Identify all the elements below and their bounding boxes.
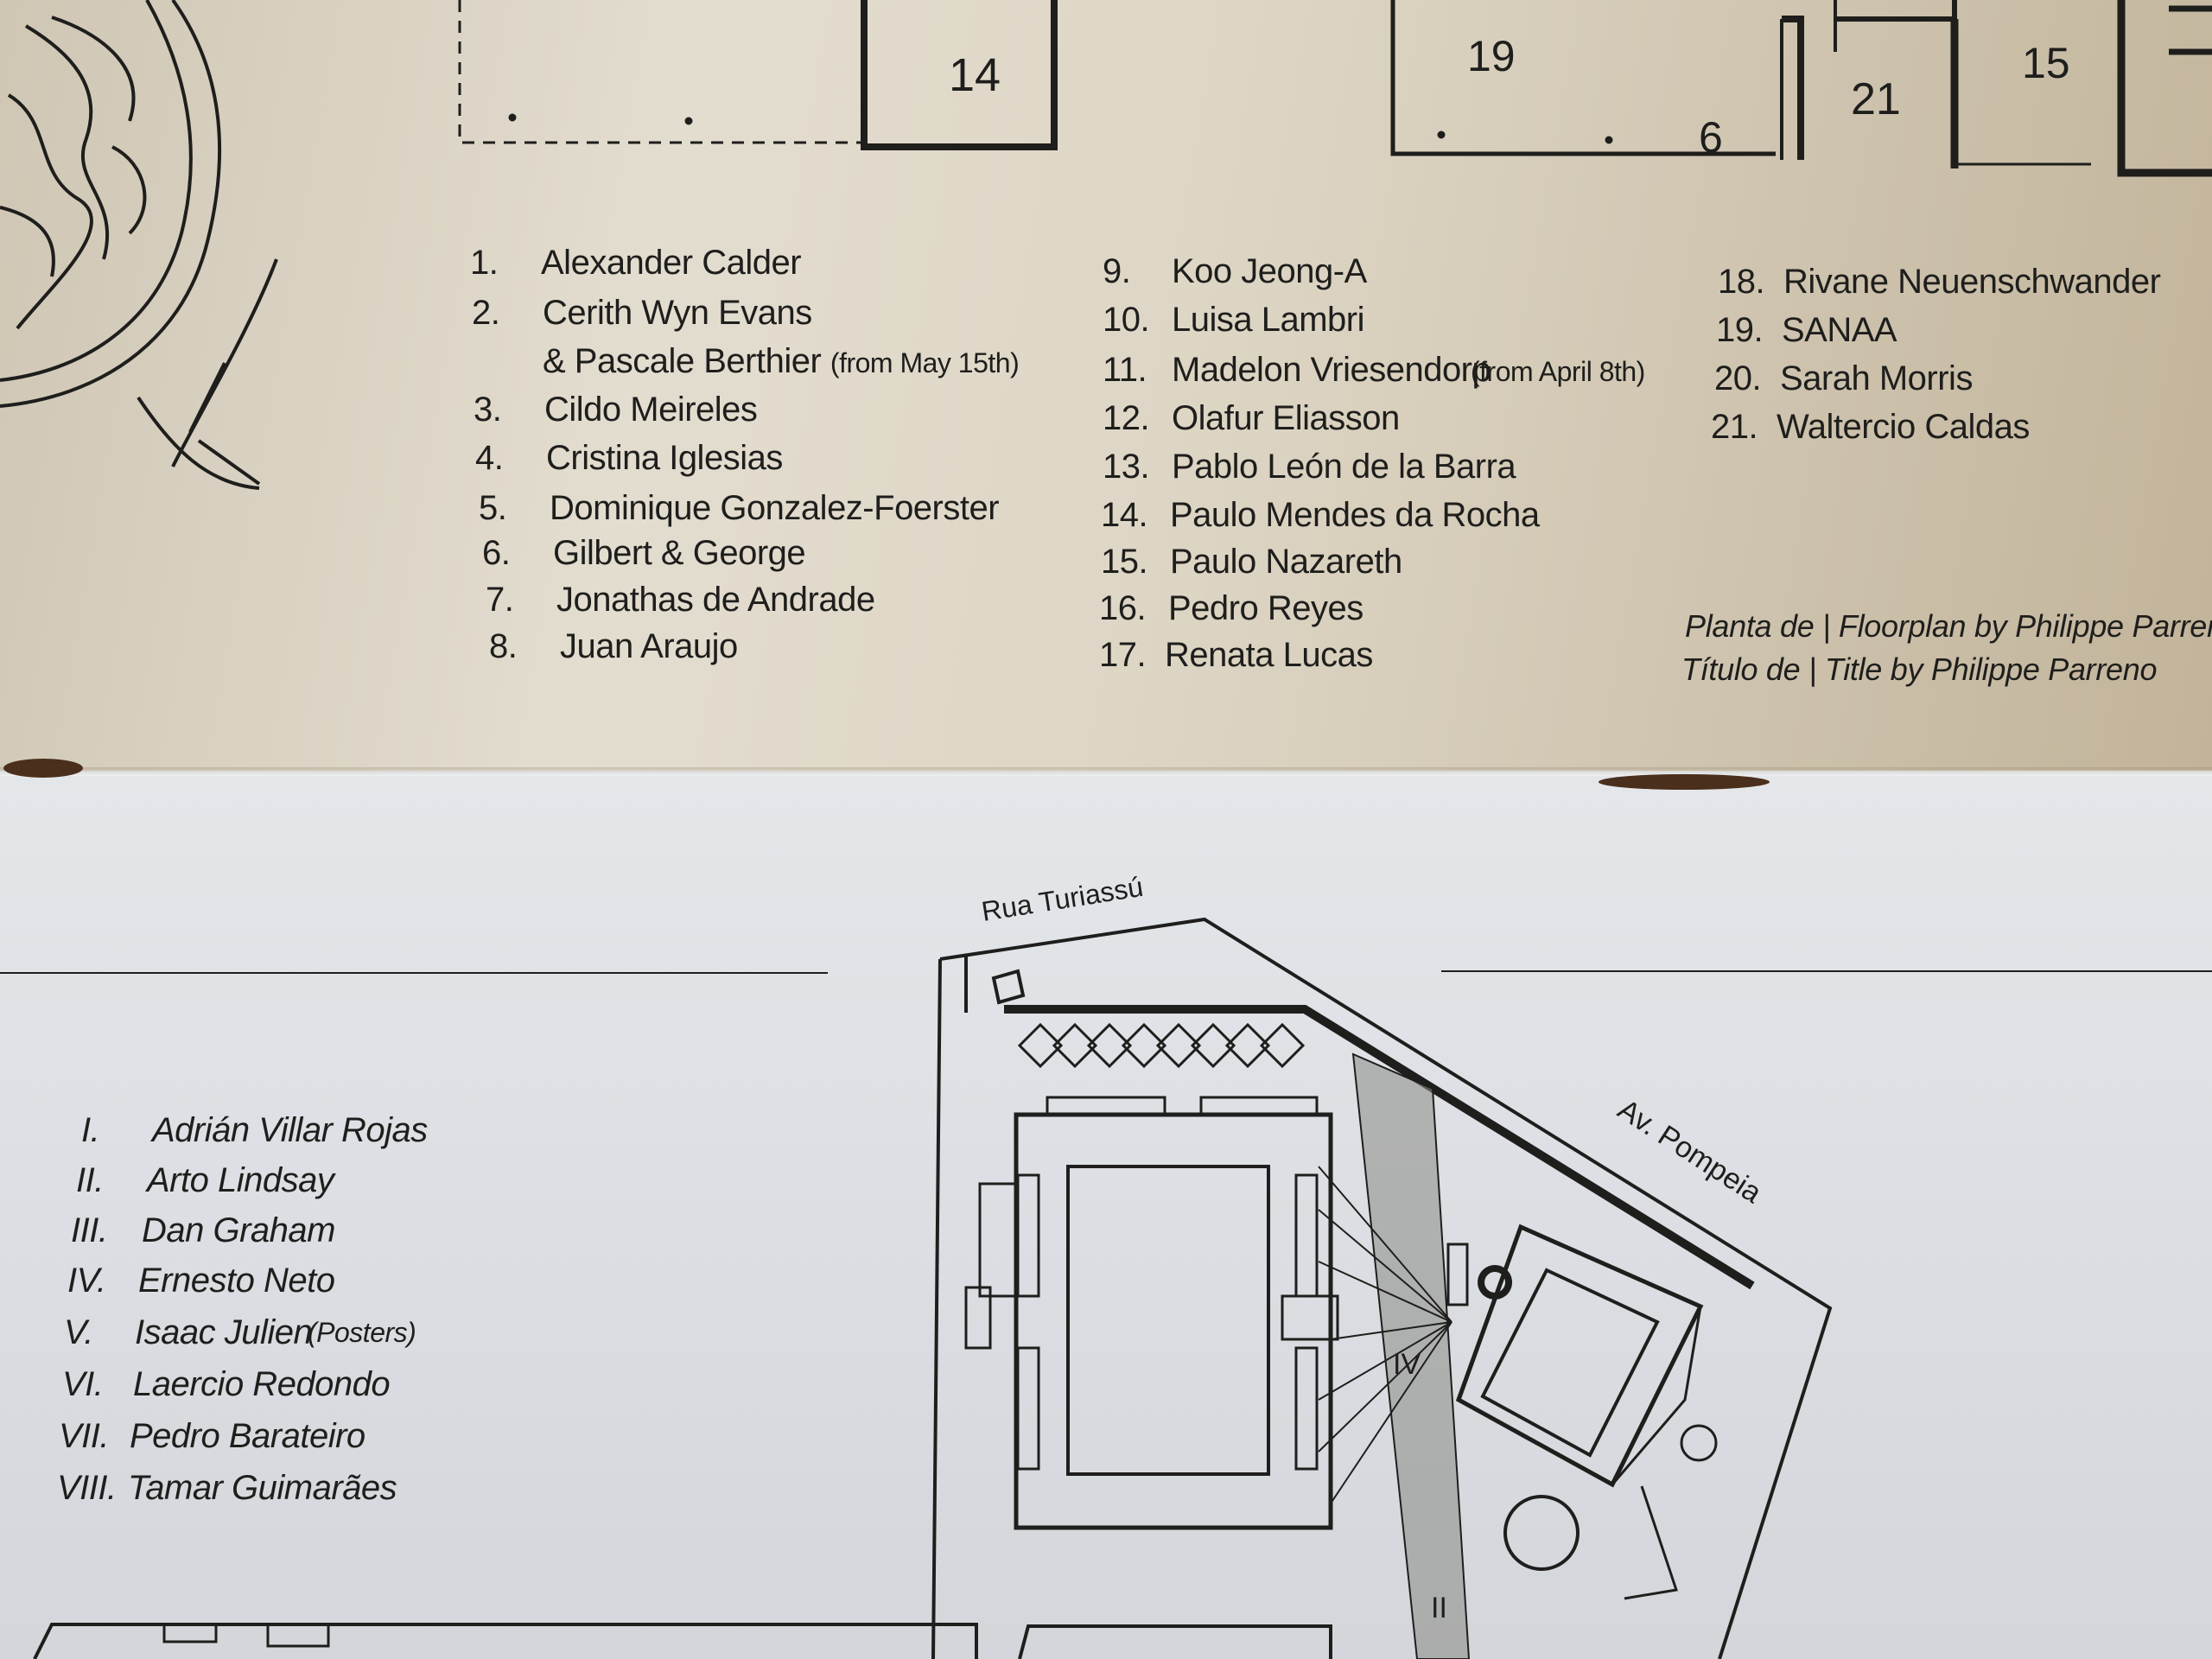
lower-sheet [0,771,2212,1659]
street-label-rua-turiassu: Rua Turiassú [979,871,1145,927]
upper-sheet [0,0,2212,778]
site-plan [0,917,2212,1659]
artist-list-roman: I. Adrián Villar Rojas II. Arto Lindsay … [57,1111,428,1507]
room-14-label: 14 [949,49,1001,101]
marker-iv-label: IV [1393,1348,1421,1381]
staple-left [3,759,83,778]
room-21-label: 21 [1851,74,1901,124]
room-19-label: 19 [1467,32,1516,80]
artist-list-numbered: 1. Alexander Calder 2. Cerith Wyn Evans … [470,244,2161,674]
organic-sculpture-drawing [0,0,278,490]
staple-right [1599,774,1770,790]
title-credit: Título de | Title by Philippe Parreno [1681,652,2158,687]
fold-line [0,767,2212,776]
street-label-av-pompeia: Av. Pompeia [1612,1093,1768,1210]
list-item: & Pascale Berthier (from May 15th) [543,342,1020,380]
room-14-outline [458,0,1058,150]
room-6-label: 6 [1699,113,1723,162]
floorplan-credit: Planta de | Floorplan by Philippe Parren… [1685,608,2212,644]
room-15-label: 15 [2022,39,2070,87]
rooms-right-outline [1390,0,2212,177]
marker-ii-label: II [1431,1592,1447,1624]
